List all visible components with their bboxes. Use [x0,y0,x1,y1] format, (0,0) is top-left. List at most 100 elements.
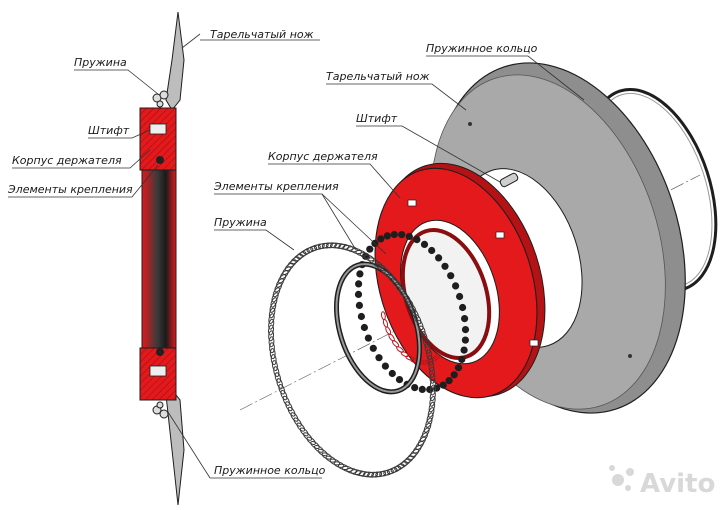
label-left-blade: Тарельчатый нож [210,28,314,41]
section-pin-upper [149,123,167,135]
coil-loop [314,243,325,250]
coil-loop [273,366,280,378]
inner-coil-loop [381,311,386,321]
coil-loop [274,372,282,383]
chain-ball [441,262,449,270]
coil-loop [388,275,398,284]
section-blade [165,11,185,111]
coil-loop [290,412,299,422]
chain-ball [418,385,426,393]
coil-loop [268,324,274,336]
chain-ball [411,384,419,392]
left-labels: Тарельчатый нож Пружина Штифт Корпус дер… [7,28,326,479]
coil-loop [402,293,411,303]
coil-loop [414,314,422,325]
chain-ball [459,303,467,312]
coil-loop [280,389,288,401]
coil-loop [268,336,275,348]
label-right-housing: Корпус держателя [268,150,378,163]
chain-ball [366,245,374,253]
coil-loop [317,448,328,457]
section-spring-lower [152,401,169,419]
coil-loop [268,307,276,319]
coil-spring-part [268,242,436,478]
chain-ball [354,290,363,298]
right-labels: Пружинное кольцо Тарельчатый нож Штифт К… [213,42,585,255]
section-view [139,11,185,506]
coil-loop [430,384,436,396]
chain-ball [388,369,396,378]
avito-watermark: Avito [609,465,715,499]
exploded-view [239,62,718,478]
coil-loop [383,468,394,476]
chain-ball [458,355,466,363]
inner-coil-loop [433,353,442,360]
watermark-text: Avito [640,469,715,499]
chain-ball [360,323,368,332]
coil-loop [416,319,424,331]
coil-loop [299,427,309,437]
coil-loop [310,440,320,450]
section-blade-lower [165,389,185,506]
coil-loop [303,432,313,441]
chain-ball [390,230,398,239]
chain-ball [420,240,429,248]
inner-coil-loop [382,318,389,328]
label-right-fasteners: Элементы крепления [213,180,339,193]
chain-ball [355,280,363,288]
chain-ball [452,282,460,290]
coil-loop [386,467,398,475]
coil-loop [427,354,434,366]
chain-ball [435,254,443,262]
chain-ball [447,272,455,280]
coil-loop [391,279,401,288]
inner-coil-loop [420,360,430,365]
section-spring-upper [152,90,169,108]
label-left-fasteners: Элементы крепления [7,183,133,196]
chain-ball [405,232,413,240]
coil-loop [270,354,277,366]
chain-ball [461,336,469,344]
coil-loop [405,298,414,308]
coil-loop [429,366,435,378]
coil-loop [269,348,276,360]
chain-ball [445,377,453,385]
coil-loop [313,445,324,453]
coil-loop [310,244,321,252]
coil-loop [427,407,435,418]
label-right-spring: Пружина [214,216,267,229]
section-ball-lower [156,348,164,356]
label-left-spring-ring: Пружинное кольцо [214,464,326,477]
coil-loop [278,384,286,395]
section-shaft [141,169,177,349]
coil-loop [268,330,275,342]
coil-loop [429,396,436,407]
chain-ball [357,312,365,321]
chain-ball [355,301,363,309]
coil-loop [269,342,275,354]
coil-loop [380,267,391,275]
coil-loop [271,360,278,372]
coil-loop [422,337,430,348]
chain-ball [450,371,458,379]
coil-loop [395,283,405,293]
chain-ball [398,231,406,239]
chain-ball [454,364,463,372]
coil-loop [268,313,275,324]
coil-loop [282,395,290,406]
chain-ball [383,232,391,240]
coil-loop [276,378,283,389]
chain-ball [428,246,436,255]
chain-ball [456,292,464,301]
section-pin-lower [149,365,167,377]
chain-ball [413,236,421,244]
label-right-pin: Штифт [356,112,398,125]
coil-loop [268,318,275,330]
coil-loop [424,342,431,354]
coil-loop [421,331,428,342]
chain-ball [439,381,447,389]
coil-loop [285,401,293,412]
coil-loop [418,325,426,336]
label-right-spring-ring: Пружинное кольцо [426,42,538,55]
